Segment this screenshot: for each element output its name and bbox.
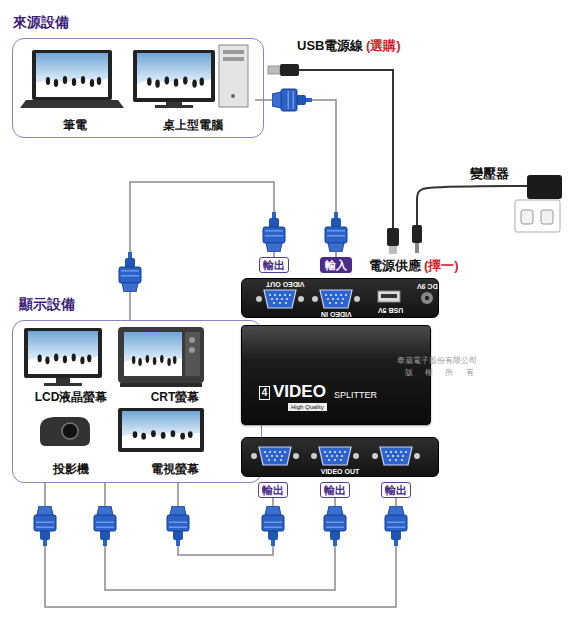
monitor-frame xyxy=(133,50,215,102)
wall-outlet xyxy=(541,210,553,224)
node-label: SPLITTER xyxy=(334,390,377,401)
crt-knob xyxy=(189,347,195,353)
node-label: 輸出 xyxy=(321,483,349,497)
node-label: VIDEO xyxy=(273,382,326,402)
vga-plug xyxy=(272,89,312,111)
watermark: 泰崴電子股份有限公司 xyxy=(397,356,477,366)
dc-plug-tip xyxy=(415,243,419,253)
cable-label: USB電源線 xyxy=(297,38,363,54)
vga-cable xyxy=(105,483,335,590)
port-tag: 輸出 xyxy=(381,482,411,498)
usb-plug-body xyxy=(387,228,399,246)
power-label: 電源供應 xyxy=(369,258,421,274)
vga-plug xyxy=(34,506,56,546)
port-tag: 輸出 xyxy=(258,482,288,498)
vga-plug xyxy=(324,506,346,546)
pc-tower xyxy=(219,45,248,107)
usb-port-tongue xyxy=(381,294,397,298)
vga-plug xyxy=(325,212,347,252)
laptop-base xyxy=(20,100,124,108)
splitter-body: 4VIDEO SPLITTER High Quality xyxy=(241,325,431,425)
node-label: High Quality xyxy=(288,403,327,411)
tv-frame xyxy=(118,408,204,452)
lcd-screen xyxy=(28,331,98,374)
node-label: VIDEO OUT xyxy=(266,280,305,288)
node-label: LCD液晶螢幕 xyxy=(21,390,121,405)
node-label: 4 xyxy=(259,386,270,400)
node-label: 輸入 xyxy=(321,258,351,272)
group-box: 來源設備筆電桌上型電腦 xyxy=(12,38,264,138)
node-label: 輸出 xyxy=(260,258,288,272)
node-label: CRT螢幕 xyxy=(113,390,237,405)
node-label: 輸出 xyxy=(259,483,287,497)
dc-plug-body xyxy=(412,225,422,243)
crt-base xyxy=(120,383,202,387)
crt-screen xyxy=(124,332,182,376)
lcd-stand xyxy=(56,378,70,383)
vga-plug xyxy=(94,506,116,546)
device-icon: 投影機 xyxy=(21,411,121,477)
device-icon: 筆電 xyxy=(25,47,125,133)
port-tag: 輸入 xyxy=(320,257,352,273)
power-adapter xyxy=(527,175,562,199)
group-box: 顯示設備LCD液晶螢幕CRT螢幕投影機電視螢幕 xyxy=(12,320,262,483)
device-icon: LCD液晶螢幕 xyxy=(21,327,121,405)
node-label: 投影機 xyxy=(21,462,121,477)
wall-outlet xyxy=(521,210,533,224)
node-label: VIDEO IN xyxy=(321,310,352,318)
dc-jack-pin xyxy=(425,296,429,300)
node-label: 顯示設備 xyxy=(19,295,75,313)
crt-control-panel xyxy=(185,332,200,376)
tv-screen xyxy=(122,411,200,448)
port-tag: 輸出 xyxy=(259,257,289,273)
usb-cable xyxy=(298,70,393,230)
drive-bay xyxy=(223,50,244,54)
vga-cable xyxy=(45,483,396,607)
drive-bay xyxy=(223,57,244,61)
laptop-screen xyxy=(36,53,108,97)
vga-cable xyxy=(255,100,336,257)
wall-plate xyxy=(515,200,560,232)
node-label: USB 5V xyxy=(378,306,403,314)
node-label: 桌上型電腦 xyxy=(131,118,255,133)
device-icon: CRT螢幕 xyxy=(113,327,237,405)
part-label: 變壓器 xyxy=(470,166,509,182)
power-button xyxy=(231,94,235,98)
node-label: VIDEO OUT xyxy=(242,467,438,476)
monitor-screen xyxy=(137,53,211,98)
vga-plug xyxy=(263,212,285,252)
usb-plug-body xyxy=(280,64,299,76)
node-label: 輸出 xyxy=(382,483,410,497)
dc-jack xyxy=(421,292,433,304)
lcd-frame xyxy=(24,328,102,378)
node-label: 來源設備 xyxy=(13,13,69,31)
device-icon: 電視螢幕 xyxy=(113,411,237,477)
crt-cabinet xyxy=(118,327,204,383)
port-tag: 輸出 xyxy=(320,482,350,498)
node-label: DC 9V xyxy=(417,282,438,290)
node-label: 筆電 xyxy=(25,118,125,133)
projector-body xyxy=(40,417,90,446)
usb-port xyxy=(378,291,400,302)
crt-knob xyxy=(189,337,195,343)
vga-plug xyxy=(262,506,284,546)
vga-plug xyxy=(167,506,189,546)
usb-plug-metal xyxy=(268,66,280,74)
device-icon: 桌上型電腦 xyxy=(131,47,255,133)
note-label: (擇一) xyxy=(424,258,459,274)
node-label: 電視螢幕 xyxy=(113,462,237,477)
vga-plug xyxy=(119,252,141,292)
adapter-cable xyxy=(417,186,528,228)
watermark: 版 權 所 有 xyxy=(405,368,479,378)
monitor-base xyxy=(155,105,193,108)
vga-plug xyxy=(385,506,407,546)
lcd-base xyxy=(44,383,82,386)
laptop-lid xyxy=(32,50,112,100)
usb-plug-metal xyxy=(389,246,397,254)
note-label: (選購) xyxy=(366,38,401,54)
projector-lens xyxy=(62,423,78,439)
